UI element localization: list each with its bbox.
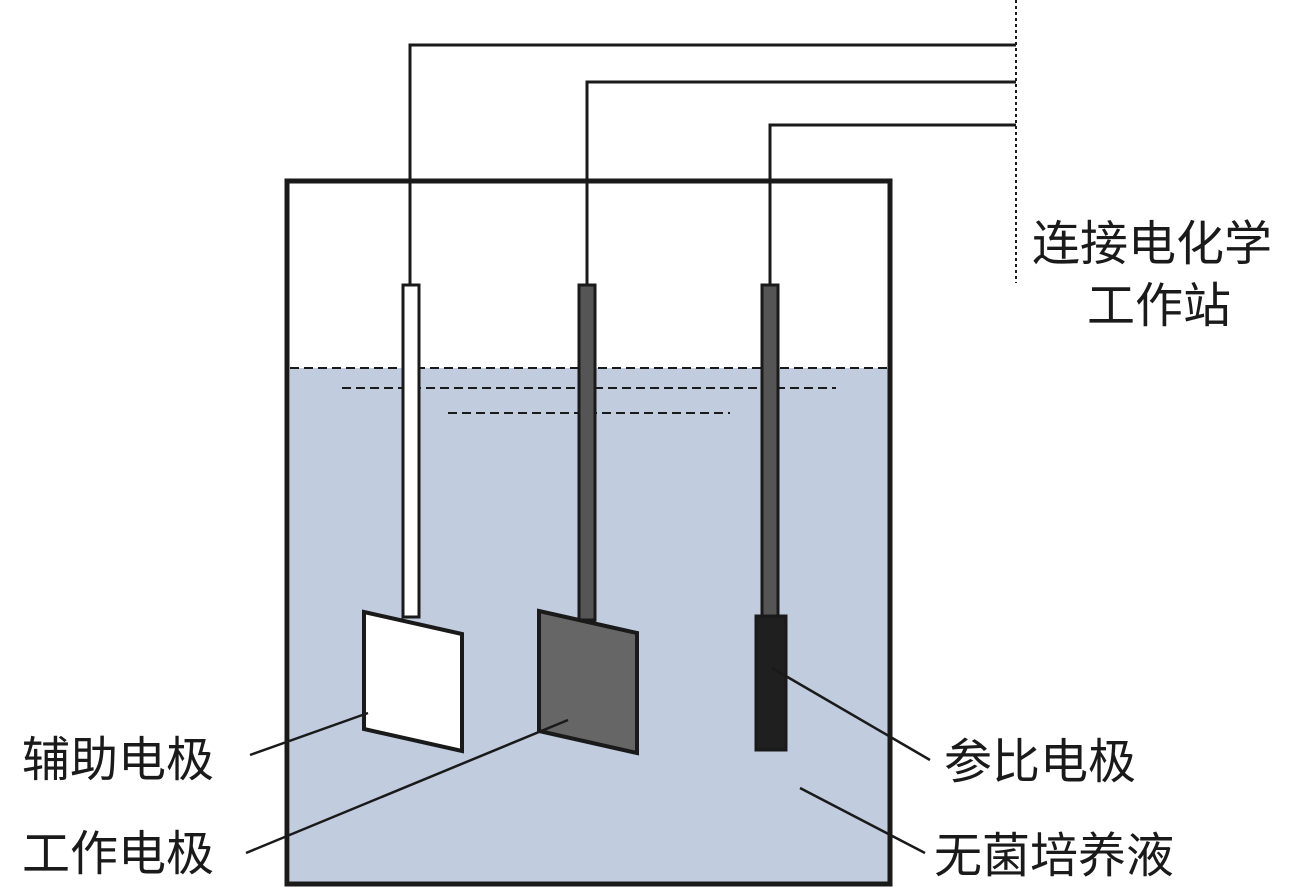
auxiliary-electrode-label: 辅助电极	[22, 732, 215, 788]
reference-electrode-tip	[754, 614, 788, 752]
working-electrode-label: 工作电极	[22, 826, 215, 882]
auxiliary-electrode-rod	[401, 283, 421, 619]
sterile-medium-label: 无菌培养液	[934, 828, 1175, 884]
working-electrode-rod	[577, 283, 597, 622]
workstation-label-line1: 连接电化学	[1032, 216, 1273, 272]
leader-auxiliary	[249, 711, 369, 757]
leader-medium	[799, 786, 926, 855]
working-electrode-plate	[537, 608, 639, 756]
workstation-label-line2: 工作站	[1087, 278, 1232, 334]
working-wire	[585, 80, 1016, 285]
auxiliary-wire	[408, 43, 1016, 285]
leader-working	[245, 718, 569, 855]
reference-wire	[768, 123, 1016, 285]
reference-electrode-rod	[760, 283, 780, 620]
reference-electrode-label: 参比电极	[944, 734, 1137, 790]
leader-reference	[771, 666, 931, 762]
auxiliary-electrode-plate	[362, 609, 464, 754]
